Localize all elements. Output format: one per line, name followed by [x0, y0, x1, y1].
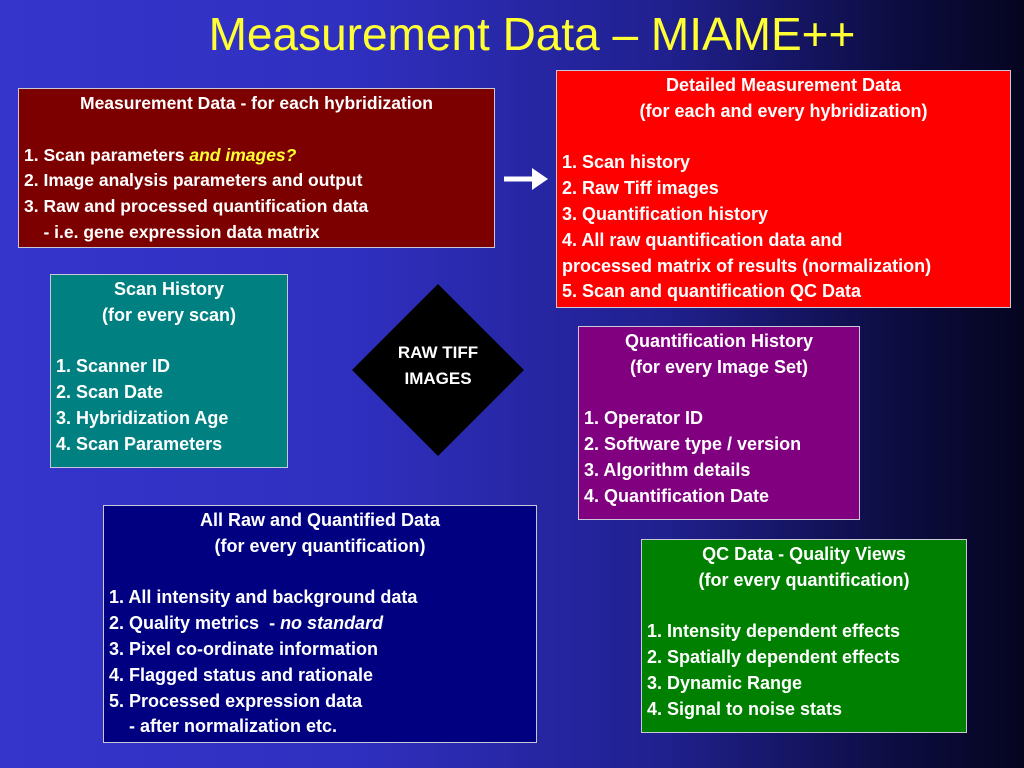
- measurement-data-item-3-sub: - i.e. gene expression data matrix: [24, 221, 320, 242]
- detailed-measurement-item: 1. Scan history: [562, 152, 691, 173]
- detailed-measurement-item: 3. Quantification history: [562, 203, 769, 224]
- measurement-data-item-2: 2. Image analysis parameters and output: [24, 170, 363, 191]
- all-raw-data-item-5: 5. Processed expression data: [109, 690, 363, 711]
- quantification-history-item: 4. Quantification Date: [584, 485, 770, 506]
- quantification-history-item: 2. Software type / version: [584, 434, 802, 455]
- qc-data-item: 1. Intensity dependent effects: [647, 621, 901, 642]
- qc-data-item: 2. Spatially dependent effects: [647, 647, 901, 668]
- detailed-measurement-item: 4. All raw quantification data and: [562, 229, 843, 250]
- qc-data-item: 4. Signal to noise stats: [647, 698, 843, 719]
- raw-tiff-line-1: RAW TIFF: [397, 343, 479, 362]
- quantification-history-item: 1. Operator ID: [584, 408, 704, 429]
- all-raw-data-item-2-highlight: no standard: [280, 613, 384, 634]
- measurement-data-item-1-highlight: and images?: [189, 144, 297, 165]
- measurement-data-item-1-text: 1. Scan parameters: [24, 144, 190, 165]
- raw-tiff-diamond: RAW TIFF IMAGES: [352, 284, 524, 456]
- measurement-data-item-3: 3. Raw and processed quantification data: [24, 196, 369, 217]
- detailed-measurement-subheading: (for each and every hybridization): [639, 100, 928, 121]
- qc-data-subheading: (for every quantification): [698, 569, 910, 590]
- raw-tiff-label: RAW TIFF IMAGES: [352, 340, 524, 392]
- scan-history-item: 3. Hybridization Age: [56, 407, 229, 428]
- all-raw-data-item-2: 2. Quality metrics - no standard: [109, 611, 531, 637]
- raw-tiff-line-2: IMAGES: [404, 369, 472, 388]
- quantification-history-subheading: (for every Image Set): [629, 356, 809, 377]
- slide-title: Measurement Data – MIAME++: [208, 8, 856, 60]
- all-raw-data-item-3: 3. Pixel co-ordinate information: [109, 638, 379, 659]
- measurement-data-heading: Measurement Data - for each hybridizatio…: [80, 93, 433, 113]
- quantification-history-item: 3. Algorithm details: [584, 459, 751, 480]
- quantification-history-heading: Quantification History: [624, 331, 813, 351]
- measurement-data-item-1: 1. Scan parameters and images?: [24, 143, 489, 169]
- all-raw-data-subheading: (for every quantification): [214, 535, 426, 556]
- all-raw-data-item-2-text: 2. Quality metrics -: [109, 613, 281, 634]
- qc-data-item: 3. Dynamic Range: [647, 672, 803, 693]
- all-raw-data-heading: All Raw and Quantified Data: [199, 510, 441, 530]
- qc-data-heading: QC Data - Quality Views: [702, 544, 906, 564]
- all-raw-data-item-1: 1. All intensity and background data: [109, 587, 418, 608]
- qc-data-box: QC Data - Quality Views (for every quant…: [641, 539, 967, 733]
- all-raw-data-item-5-sub: - after normalization etc.: [109, 716, 338, 737]
- detailed-measurement-item: processed matrix of results (normalizati…: [562, 255, 932, 276]
- measurement-data-box: Measurement Data - for each hybridizatio…: [18, 88, 495, 248]
- scan-history-subheading: (for every scan): [101, 304, 237, 325]
- diamond-shape: [352, 284, 524, 456]
- detailed-measurement-item: 2. Raw Tiff images: [562, 178, 719, 199]
- detailed-measurement-box: Detailed Measurement Data (for each and …: [556, 70, 1011, 308]
- scan-history-item: 2. Scan Date: [56, 382, 164, 403]
- all-raw-data-item-4: 4. Flagged status and rationale: [109, 664, 374, 685]
- quantification-history-box: Quantification History (for every Image …: [578, 326, 860, 520]
- detailed-measurement-heading: Detailed Measurement Data: [665, 75, 902, 95]
- detailed-measurement-item: 5. Scan and quantification QC Data: [562, 281, 862, 302]
- scan-history-item: 4. Scan Parameters: [56, 433, 223, 454]
- right-arrow-icon: [504, 168, 548, 190]
- scan-history-item: 1. Scanner ID: [56, 356, 171, 377]
- scan-history-heading: Scan History: [113, 279, 225, 299]
- scan-history-box: Scan History (for every scan) 1. Scanner…: [50, 274, 288, 468]
- all-raw-data-box: All Raw and Quantified Data (for every q…: [103, 505, 537, 743]
